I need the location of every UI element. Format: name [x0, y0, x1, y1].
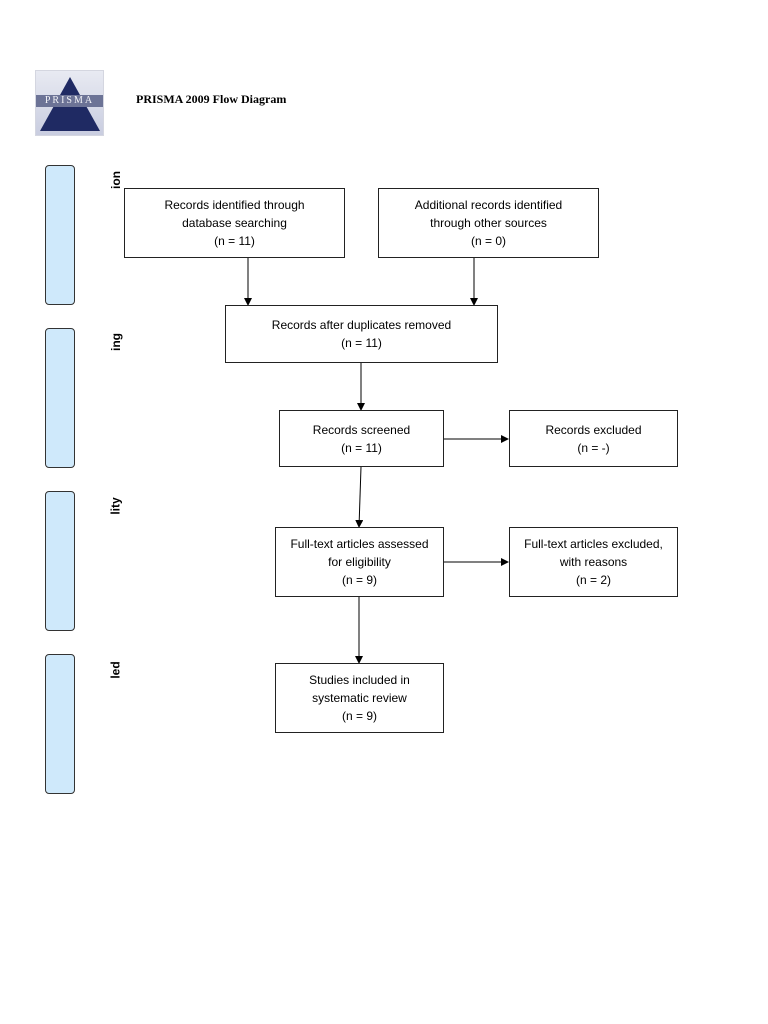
box-line: Records after duplicates removed — [271, 318, 452, 332]
box-count: (n = 2) — [575, 573, 611, 587]
box-count: (n = -) — [577, 440, 610, 455]
box-count: (n = 0) — [470, 234, 506, 248]
box-line: systematic review — [312, 691, 407, 705]
box-line: through other sources — [430, 216, 547, 230]
stage-bar-screening — [45, 328, 75, 468]
stage-bar-eligibility — [45, 491, 75, 631]
arrow-screened-to-fulltext — [355, 466, 364, 528]
box-count: (n = 9) — [341, 709, 377, 723]
box-line: Full-text articles excluded, — [524, 537, 663, 551]
prisma-logo: PRISMA — [35, 70, 104, 136]
box-after-duplicates-removed: Records after duplicates removed (n = 11… — [225, 305, 498, 363]
box-line: Records identified through — [164, 198, 305, 212]
box-fulltext-excluded: Full-text articles excluded, with reason… — [509, 527, 678, 597]
stage-bar-identification — [45, 165, 75, 305]
box-records-screened: Records screened (n = 11) — [279, 410, 444, 467]
box-count: (n = 11) — [341, 336, 382, 350]
box-line: Full-text articles assessed — [290, 537, 429, 551]
box-count: (n = 11) — [341, 440, 382, 455]
box-line: Additional records identified — [414, 198, 563, 212]
stage-bar-included — [45, 654, 75, 794]
box-count: (n = 11) — [214, 234, 255, 248]
box-records-identified-database: Records identified through database sear… — [124, 188, 345, 258]
box-line: with reasons — [559, 555, 628, 569]
box-line: Records excluded — [545, 422, 642, 437]
box-studies-included: Studies included in systematic review (n… — [275, 663, 444, 733]
box-line: Records screened — [312, 422, 411, 437]
box-fulltext-assessed: Full-text articles assessed for eligibil… — [275, 527, 444, 597]
box-line: for eligibility — [328, 555, 391, 569]
box-line: database searching — [182, 216, 287, 230]
box-count: (n = 9) — [341, 573, 377, 587]
box-line: Studies included in — [309, 673, 410, 687]
box-records-excluded: Records excluded (n = -) — [509, 410, 678, 467]
logo-text: PRISMA — [44, 95, 95, 106]
diagram-title: PRISMA 2009 Flow Diagram — [136, 92, 287, 106]
logo-band — [36, 95, 103, 107]
box-records-identified-other: Additional records identified through ot… — [378, 188, 599, 258]
